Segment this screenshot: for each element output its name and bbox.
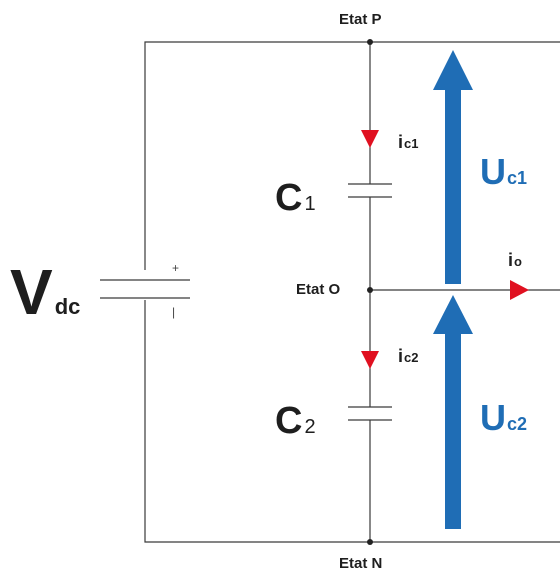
voltage-arrow-uc2 xyxy=(433,295,473,529)
voltage-arrow-uc1 xyxy=(433,50,473,284)
io-label-main: i xyxy=(508,250,513,270)
ic1-label-sub: c1 xyxy=(404,136,418,151)
io-label: io xyxy=(508,250,522,270)
ic2-label: ic2 xyxy=(398,346,418,366)
node-label-n: Etat N xyxy=(339,555,382,572)
node-n-dot xyxy=(367,539,373,545)
current-arrow-io xyxy=(510,280,529,300)
capacitor-c2-symbol xyxy=(348,406,392,421)
node-o-dot xyxy=(367,287,373,293)
uc1-label-main: U xyxy=(480,151,506,192)
current-arrow-ic1 xyxy=(361,130,379,148)
capacitor-c1-symbol xyxy=(348,183,392,198)
ic2-label-main: i xyxy=(398,346,403,366)
current-arrow-ic2 xyxy=(361,351,379,369)
uc1-label-sub: c1 xyxy=(507,168,527,188)
c2-label-main: C xyxy=(275,400,302,442)
c1-label-sub: 1 xyxy=(304,193,315,215)
node-p-dot xyxy=(367,39,373,45)
c2-label-sub: 2 xyxy=(304,416,315,438)
source-plus-sign: + xyxy=(172,261,179,275)
uc1-label: Uc1 xyxy=(480,151,527,192)
uc2-label-sub: c2 xyxy=(507,414,527,434)
node-label-o: Etat O xyxy=(296,281,341,298)
c1-label-main: C xyxy=(275,177,302,219)
ic2-label-sub: c2 xyxy=(404,350,418,365)
vdc-label: Vdc xyxy=(10,256,80,328)
node-label-p: Etat P xyxy=(339,11,382,28)
uc2-label-main: U xyxy=(480,397,506,438)
source-minus-sign: | xyxy=(172,305,175,319)
circuit-wires xyxy=(144,41,560,543)
vdc-label-sub: dc xyxy=(55,294,81,319)
io-label-sub: o xyxy=(514,254,522,269)
vdc-label-main: V xyxy=(10,256,53,328)
dc-source-symbol xyxy=(100,270,190,300)
uc2-label: Uc2 xyxy=(480,397,527,438)
ic1-label: ic1 xyxy=(398,132,418,152)
ic1-label-main: i xyxy=(398,132,403,152)
